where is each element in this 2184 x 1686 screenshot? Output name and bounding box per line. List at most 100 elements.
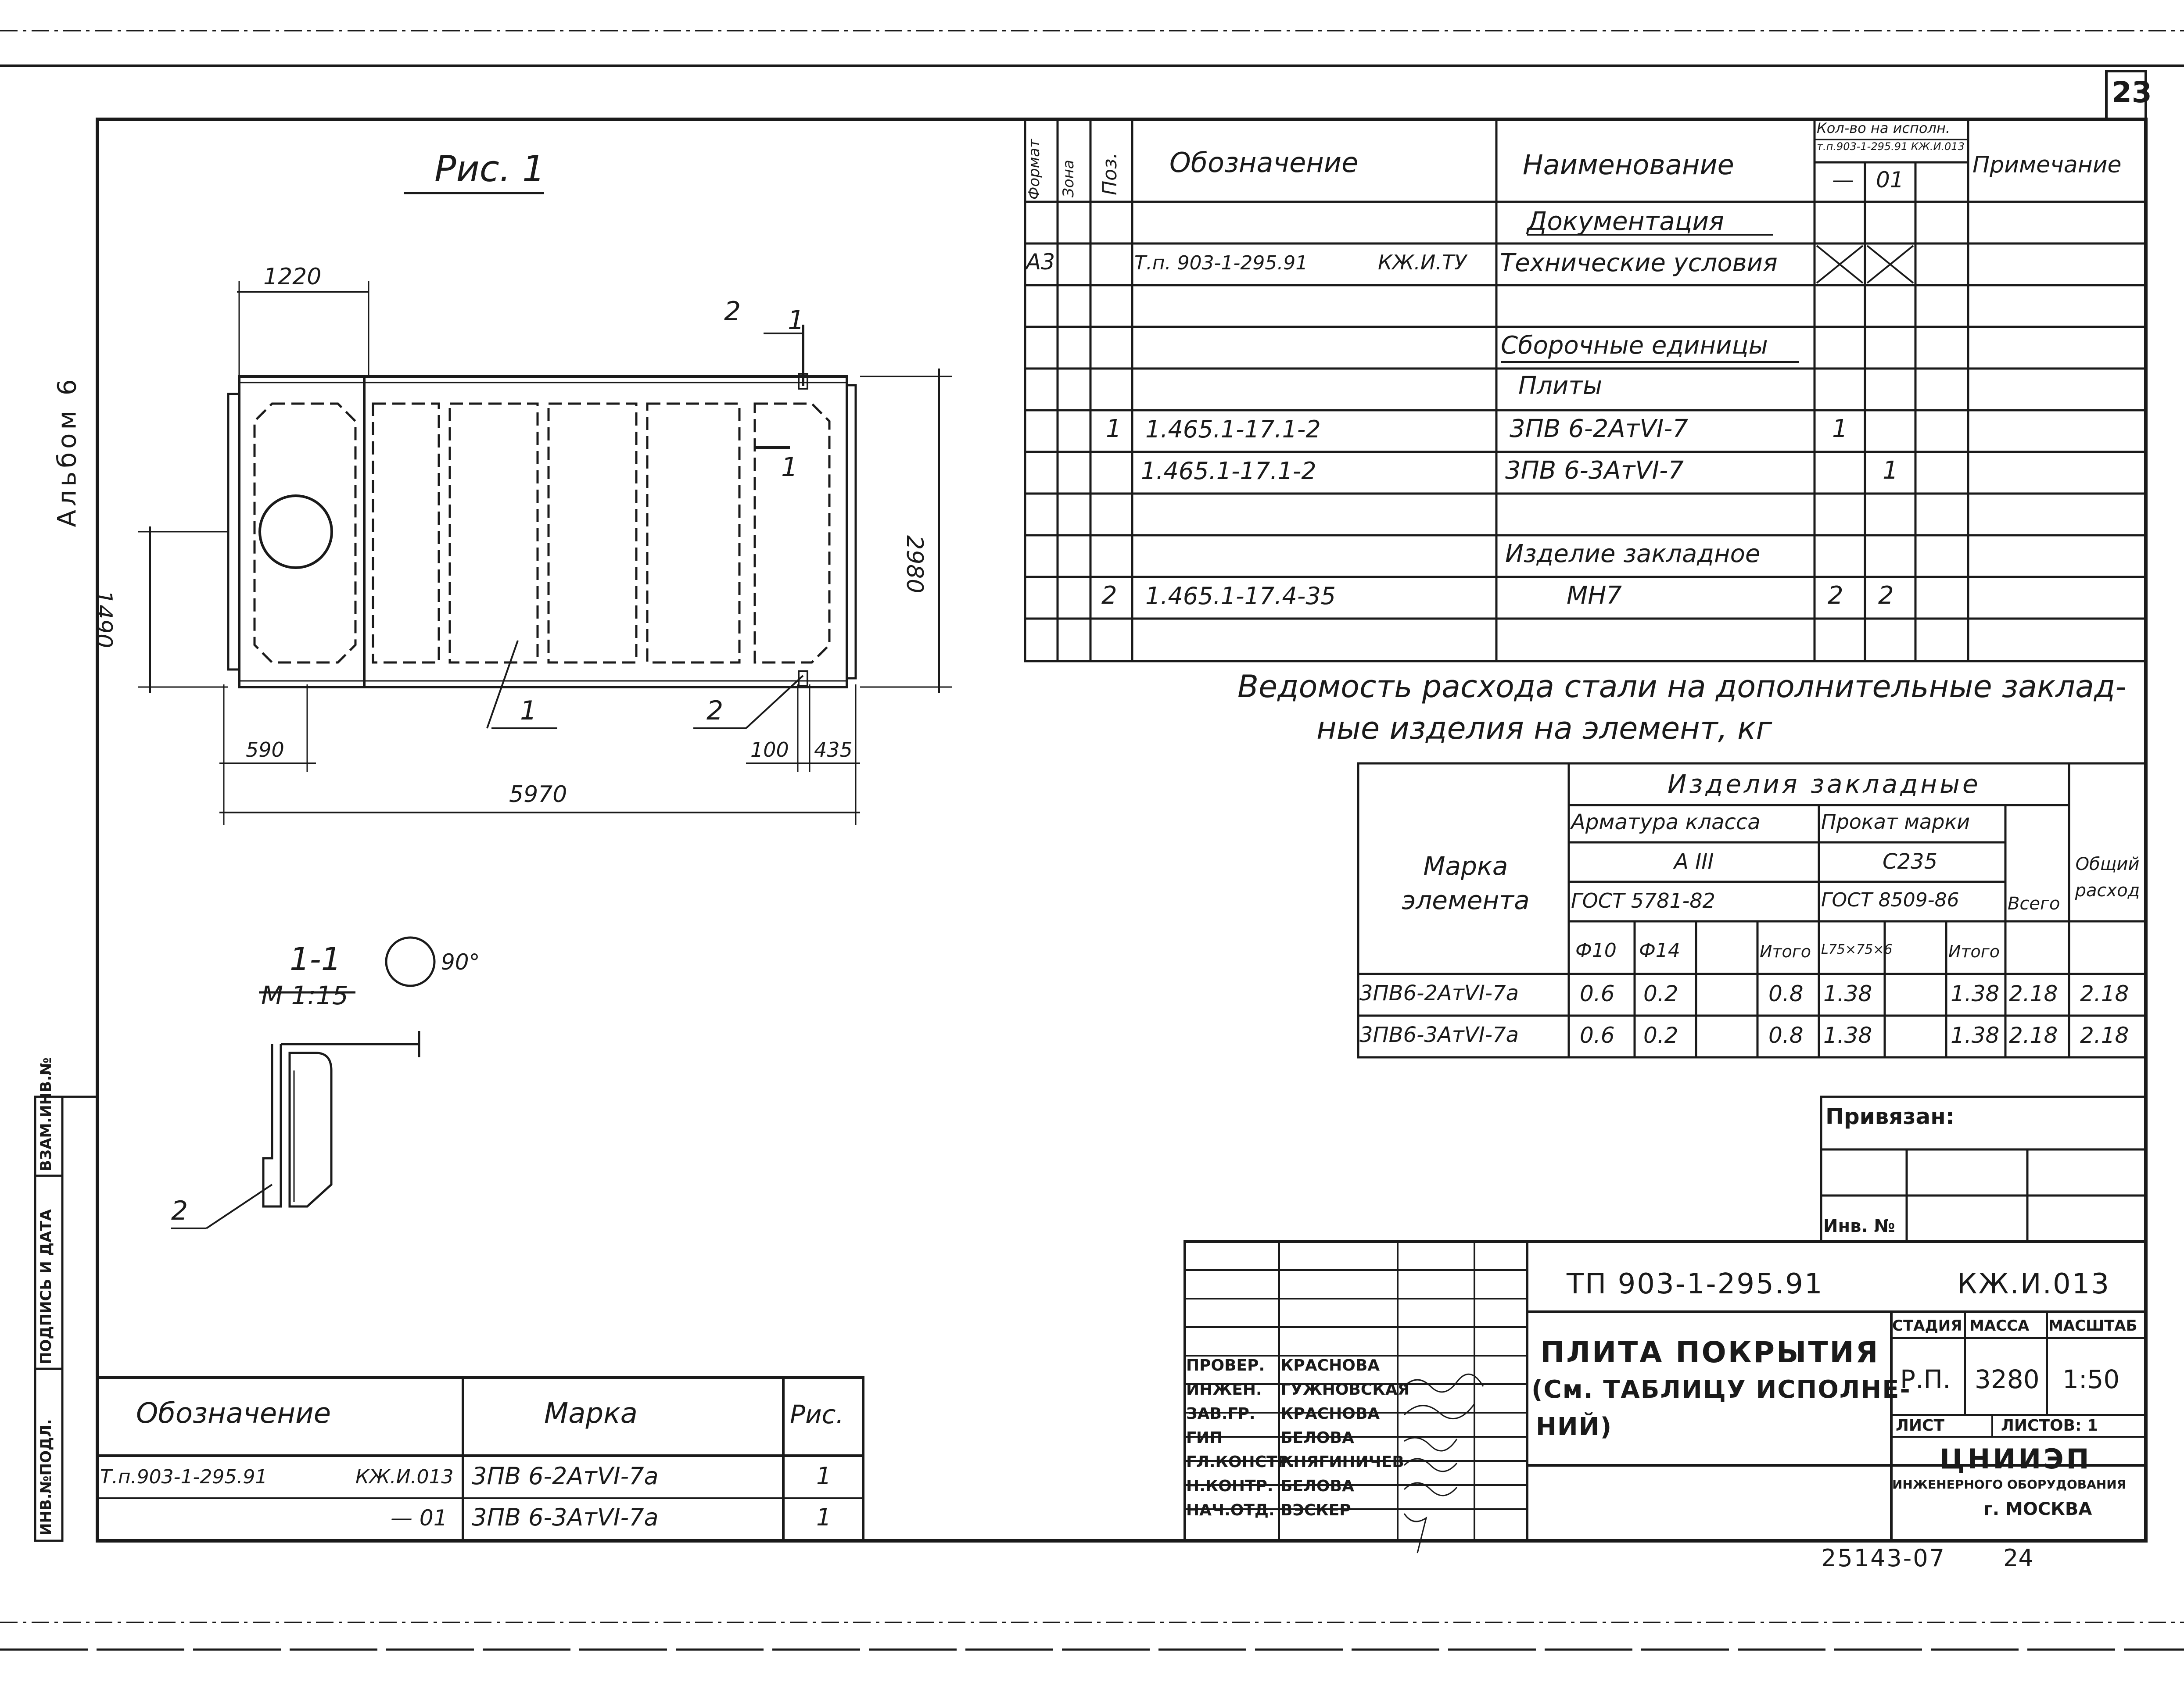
- pos-label-2-top: 2: [724, 296, 741, 327]
- spec-emb-designation: 1.465.1-17.4-35: [1145, 582, 1336, 610]
- dim-2980: 2980: [901, 535, 928, 594]
- steel-h-total-cons: Общий расход: [2075, 854, 2140, 901]
- spec-h-note: Примечание: [1972, 152, 2122, 178]
- stamp-h-mass: МАССА: [1969, 1317, 2030, 1335]
- steel-r2-d14: 0.2: [1643, 1023, 1678, 1048]
- steel-r1-sum2: 1.38: [1951, 981, 2000, 1006]
- binding-label: Привязан:: [1825, 1104, 1954, 1129]
- spec-section-embedded: Изделие закладное: [1505, 540, 1761, 568]
- stamp-h-stage: СТАДИЯ: [1892, 1317, 1962, 1335]
- spec-h-name: Наименование: [1523, 149, 1734, 181]
- stamp-sheet: ЛИСТ: [1896, 1417, 1945, 1435]
- stamp-role: ГЛ.КОНСТР.: [1186, 1453, 1295, 1471]
- marks-r2-code: — 01: [391, 1505, 448, 1531]
- steel-sub-sum1: Итого: [1760, 942, 1811, 961]
- marks-r2-fig: 1: [816, 1503, 832, 1531]
- stamp-role: НАЧ.ОТД.: [1186, 1501, 1275, 1519]
- steel-h-rebar: Арматура класса: [1571, 810, 1761, 834]
- stamp-city: г. МОСКВА: [1983, 1499, 2092, 1519]
- spec-h-designation: Обозначение: [1169, 147, 1359, 179]
- spec-h-qty2: 01: [1876, 167, 1904, 193]
- side-inv-orig: ИНВ.№ПОДЛ.: [37, 1419, 55, 1536]
- stamp-person: БЕЛОВА: [1280, 1429, 1354, 1447]
- steel-r2-sum2: 1.38: [1951, 1023, 2000, 1048]
- stamp-org-full: ИНЖЕНЕРНОГО ОБОРУДОВАНИЯ: [1892, 1477, 2127, 1492]
- steel-h-total-all: Всего: [2008, 894, 2060, 914]
- section-rotation: 90°: [441, 949, 480, 975]
- stamp-org: ЦНИИЭП: [1940, 1443, 2092, 1475]
- bottom-code: 25143-07: [1821, 1544, 1946, 1572]
- stamp-role: Н.КОНТР.: [1186, 1477, 1273, 1495]
- dim-100: 100: [750, 738, 789, 762]
- dim-1490: 1490: [90, 590, 117, 648]
- steel-h-embedded: Изделия закладные: [1668, 769, 1981, 799]
- stamp-role: ГИП: [1186, 1429, 1223, 1447]
- steel-r1-d10: 0.6: [1580, 981, 1615, 1006]
- spec-row2-q2: 1: [1883, 456, 1898, 485]
- steel-title-1: Ведомость расхода стали на дополнительны…: [1237, 669, 2127, 705]
- steel-r2-sum1: 0.8: [1768, 1023, 1804, 1048]
- dim-435: 435: [814, 738, 853, 762]
- page-number: 23: [2112, 75, 2152, 109]
- spec-h-qty-title: Кол-во на исполн.: [1817, 120, 1951, 136]
- dim-5970: 5970: [509, 781, 567, 808]
- spec-row2-designation: 1.465.1-17.1-2: [1141, 457, 1316, 485]
- section-pos-label: 2: [171, 1196, 188, 1226]
- spec-row1-name: 3ПВ 6-2АтVI-7: [1510, 415, 1689, 443]
- steel-h-profile-gost: ГОСТ 8509-86: [1821, 889, 1959, 911]
- section-mark-top: 1: [788, 305, 805, 336]
- marks-r1-designation: Т.п.903-1-295.91: [100, 1466, 268, 1488]
- steel-sub-sum2: Итого: [1948, 942, 2000, 961]
- steel-h-profile: Прокат марки: [1821, 810, 1970, 834]
- steel-r1-sum1: 0.8: [1768, 981, 1804, 1006]
- steel-h-profile-grade: С235: [1883, 849, 1938, 874]
- steel-r2-total: 2.18: [2080, 1023, 2129, 1048]
- steel-r1-all: 2.18: [2009, 981, 2058, 1006]
- album-label: Альбом 6: [52, 376, 82, 527]
- stamp-role: ЗАВ.ГР.: [1186, 1405, 1255, 1423]
- stamp-stage: Р.П.: [1900, 1364, 1951, 1394]
- steel-r1-mark: 3ПВ6-2АтVI-7а: [1359, 981, 1519, 1006]
- spec-emb-pos: 2: [1101, 581, 1117, 610]
- dim-590: 590: [246, 738, 284, 762]
- spec-section-weld: Сборочные единицы: [1501, 331, 1768, 360]
- section-title: 1-1: [290, 941, 341, 977]
- stamp-title-3: НИЙ): [1536, 1413, 1613, 1441]
- stamp-title-1: ПЛИТА ПОКРЫТИЯ: [1540, 1335, 1880, 1369]
- spec-h-zone: Зона: [1060, 160, 1077, 197]
- spec-doc-format: А3: [1026, 249, 1055, 275]
- steel-sub-d10: Ф10: [1575, 939, 1617, 962]
- spec-section-docs: Документация: [1527, 206, 1724, 236]
- stamp-mass: 3280: [1975, 1364, 2040, 1394]
- spec-h-qty1: —: [1832, 167, 1854, 193]
- stamp-h-scale: МАСШТАБ: [2048, 1317, 2137, 1335]
- steel-sub-d14: Ф14: [1639, 939, 1680, 962]
- spec-h-format: Формат: [1026, 139, 1043, 200]
- side-sign-date: ПОДПИСЬ И ДАТА: [37, 1209, 55, 1364]
- steel-r1-d14: 0.2: [1643, 981, 1678, 1006]
- dim-1220: 1220: [263, 264, 322, 290]
- stamp-sheets: ЛИСТОВ: 1: [2001, 1417, 2098, 1435]
- marks-h-mark: Марка: [544, 1397, 638, 1430]
- steel-h-mark: Марка элемента: [1402, 851, 1530, 916]
- marks-h-fig: Рис.: [790, 1400, 844, 1429]
- stamp-person: КРАСНОВА: [1280, 1405, 1380, 1423]
- stamp-role: ИНЖЕН.: [1186, 1381, 1262, 1399]
- marks-r1-code: КЖ.И.013: [355, 1466, 454, 1488]
- doc-code: ТП 903-1-295.91: [1567, 1268, 1824, 1300]
- side-replace-inv: ВЗАМ.ИНВ.№: [37, 1057, 55, 1171]
- spec-subsection-slabs: Плиты: [1518, 372, 1603, 400]
- spec-row2-name: 3ПВ 6-3АтVI-7: [1505, 456, 1684, 485]
- stamp-person: КРАСНОВА: [1280, 1357, 1380, 1375]
- marks-r2-mark: 3ПВ 6-3АтVI-7а: [472, 1503, 659, 1531]
- stamp-person: ГУЖНОВСКАЯ: [1280, 1381, 1410, 1399]
- spec-row1-designation: 1.465.1-17.1-2: [1145, 415, 1321, 443]
- steel-r2-angle: 1.38: [1823, 1023, 1872, 1048]
- bottom-page: 24: [2003, 1544, 2033, 1572]
- stamp-person: КНЯГИНИЧЕВ: [1280, 1453, 1404, 1471]
- marks-r1-mark: 3ПВ 6-2АтVI-7а: [472, 1462, 659, 1490]
- spec-doc-name: Технические условия: [1500, 249, 1778, 277]
- section-mark-bottom: 1: [781, 452, 798, 483]
